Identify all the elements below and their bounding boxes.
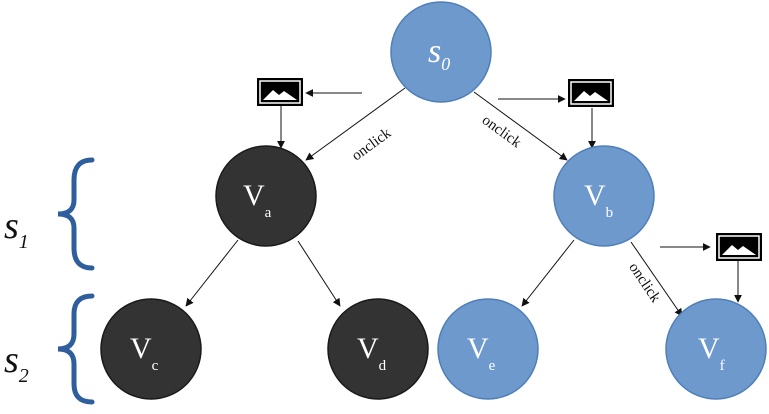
level-label-s2: s2 <box>4 339 29 387</box>
edge-label-s0-va: onclick <box>349 125 395 164</box>
node-s0: s0 <box>390 1 492 103</box>
node-label: Vb <box>584 179 613 221</box>
edge-vb-ve <box>521 239 575 307</box>
node-label: Ve <box>467 332 496 374</box>
edge-va-vd <box>297 240 341 307</box>
edge-vb-vf <box>630 241 683 317</box>
edge-label-vb-vf: onclick <box>625 260 663 306</box>
node-label: Vd <box>357 332 387 374</box>
node-vb: Vb <box>553 145 655 247</box>
image-icon <box>716 233 762 261</box>
node-ve: Ve <box>437 298 539 400</box>
node-label: Vf <box>698 332 725 374</box>
node-label: s0 <box>428 33 450 74</box>
node-label: Va <box>243 179 272 221</box>
edge-va-vc <box>185 239 239 307</box>
level-label-s1: s1 <box>4 205 29 253</box>
edges <box>185 87 742 317</box>
edge-s0-vb <box>473 91 568 161</box>
edge-label-s0-vb: onclick <box>479 112 525 151</box>
node-va: Va <box>215 145 317 247</box>
node-label: Vc <box>130 332 159 374</box>
edge-s0-va <box>305 87 406 161</box>
image-icon <box>568 79 614 107</box>
node-vf: Vf <box>665 298 767 400</box>
brace-level-2 <box>57 293 95 405</box>
image-icon <box>257 78 303 106</box>
brace-level-1 <box>57 157 95 271</box>
node-vd: Vd <box>327 298 429 400</box>
node-vc: Vc <box>100 298 202 400</box>
